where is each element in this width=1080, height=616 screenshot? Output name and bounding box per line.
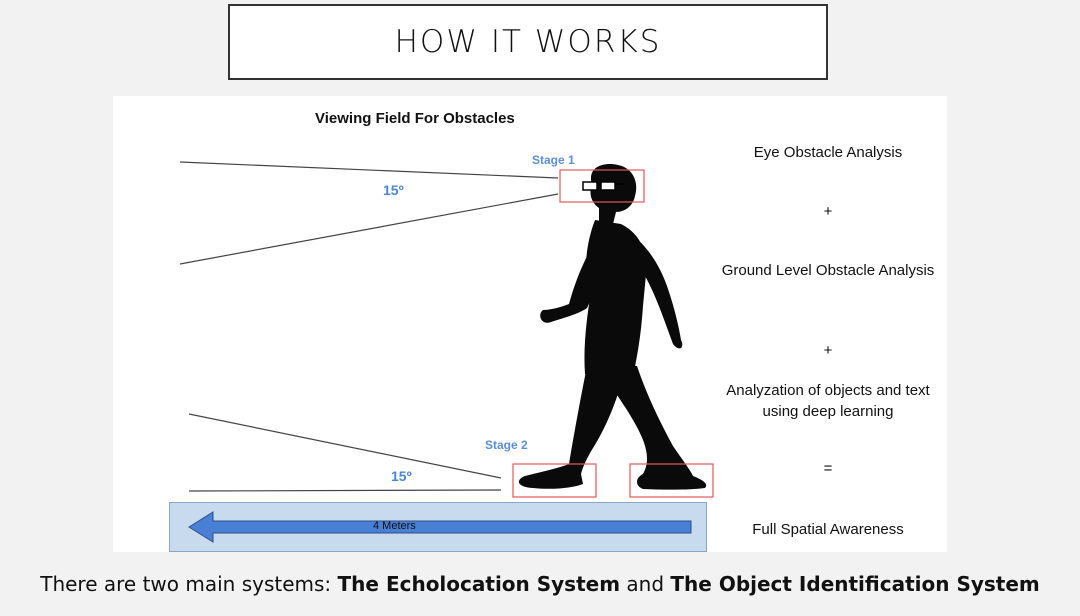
deep-learning-analysis: Analyzation of objects and text using de…	[726, 382, 930, 420]
distance-arrow	[188, 511, 692, 543]
diagram-panel: Viewing Field For Obstacles Stage 1 Stag…	[113, 96, 947, 552]
lower-fov-line-bottom	[188, 489, 502, 492]
plus-sign-2: +	[823, 342, 833, 359]
stage-2-sensor-box-front	[629, 463, 714, 498]
stage-1-sensor-box	[559, 169, 645, 203]
angle-label-top: 15º	[383, 182, 404, 198]
footer-system-1: The Echolocation System	[337, 572, 621, 596]
diagram-title: Viewing Field For Obstacles	[315, 110, 515, 127]
footer-caption: There are two main systems: The Echoloca…	[0, 572, 1080, 596]
equals-sign: =	[823, 460, 833, 477]
sunglasses-icon	[582, 181, 623, 191]
stage-2-sensor-box-back	[512, 463, 597, 498]
distance-label: 4 Meters	[373, 520, 416, 532]
full-spatial-awareness: Full Spatial Awareness	[752, 521, 904, 538]
ground-level-obstacle-analysis: Ground Level Obstacle Analysis	[721, 262, 935, 279]
diagram-graphics	[179, 161, 714, 543]
lower-fov-line-top	[188, 413, 502, 479]
footer-system-2: The Object Identification System	[670, 572, 1040, 596]
plus-sign-1: +	[823, 203, 833, 220]
upper-fov-line-bottom	[179, 193, 559, 265]
footer-prefix: There are two main systems:	[40, 572, 338, 596]
slide-title: HOW IT WORKS	[394, 24, 662, 60]
angle-label-bottom: 15º	[391, 468, 412, 484]
walking-person-silhouette	[518, 164, 707, 490]
stage-1-label: Stage 1	[532, 153, 575, 167]
stage-2-label: Stage 2	[485, 438, 528, 452]
footer-conjunction: and	[620, 572, 671, 596]
eye-obstacle-analysis: Eye Obstacle Analysis	[753, 144, 903, 161]
title-box: HOW IT WORKS	[228, 4, 828, 80]
upper-fov-line-top	[179, 161, 559, 179]
